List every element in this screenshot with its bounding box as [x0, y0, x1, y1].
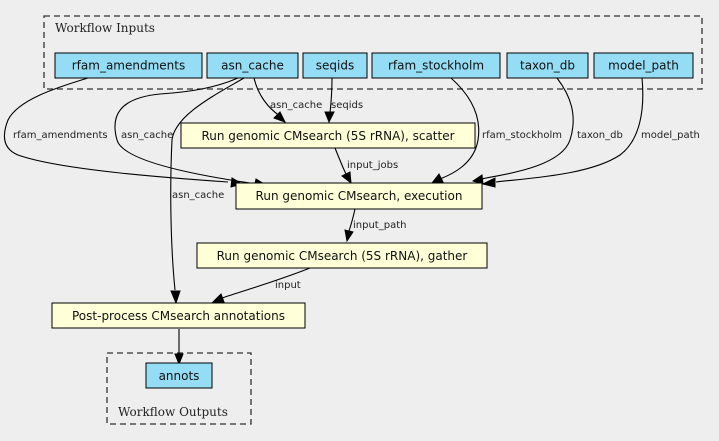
- edge-label-input-jobs: input_jobs: [347, 160, 398, 171]
- edge-rfam-amendments-to-execution: [3, 77, 229, 183]
- edge-labels: asn_cache seqids rfam_amendments asn_cac…: [13, 100, 700, 291]
- input-node-taxon-db[interactable]: taxon_db: [506, 52, 589, 79]
- edge-label-model-path: model_path: [641, 130, 700, 141]
- output-label: annots: [159, 369, 200, 383]
- step-node-scatter[interactable]: Run genomic CMsearch (5S rRNA), scatter: [180, 122, 476, 149]
- edge-scatter-to-execution: [334, 147, 347, 175]
- input-node-rfam-stockholm[interactable]: rfam_stockholm: [371, 52, 501, 79]
- edge-asn-cache-to-scatter: [253, 77, 281, 117]
- edge-seqids-to-scatter: [329, 77, 333, 114]
- input-label: model_path: [608, 59, 679, 73]
- arrowhead: [174, 353, 184, 366]
- input-label: taxon_db: [520, 59, 575, 73]
- arrowhead: [344, 229, 354, 243]
- workflow-inputs-label: Workflow Inputs: [55, 21, 155, 35]
- edge-taxon-db-to-execution: [481, 77, 574, 180]
- edge-label-rfam-amendments: rfam_amendments: [13, 130, 108, 141]
- step-label: Run genomic CMsearch (5S rRNA), scatter: [201, 129, 454, 143]
- edge-label-asn-cache: asn_cache: [270, 100, 322, 111]
- edge-label-input: input: [275, 280, 301, 291]
- arrowhead: [170, 290, 181, 305]
- arrowhead: [341, 171, 352, 185]
- edge-label-taxon-db: taxon_db: [577, 130, 623, 141]
- edge-label-input-path: input_path: [353, 220, 406, 231]
- edge-model-path-to-execution: [495, 77, 644, 183]
- edge-execution-to-gather: [348, 208, 356, 232]
- edge-label-asn-cache: asn_cache: [172, 190, 224, 201]
- workflow-inputs-cluster: Workflow Inputs: [43, 15, 703, 90]
- arrowhead: [210, 293, 225, 304]
- step-node-gather[interactable]: Run genomic CMsearch (5S rRNA), gather: [196, 242, 488, 269]
- step-label: Post-process CMsearch annotations: [72, 309, 285, 323]
- input-node-model-path[interactable]: model_path: [593, 52, 694, 79]
- edge-label-asn-cache: asn_cache: [121, 130, 173, 141]
- edges: [3, 77, 644, 366]
- input-label: seqids: [316, 59, 354, 73]
- input-node-asn-cache[interactable]: asn_cache: [206, 52, 299, 79]
- input-node-seqids[interactable]: seqids: [302, 52, 368, 79]
- edge-gather-to-postprocess: [221, 267, 311, 299]
- edge-asn-cache-to-postprocess: [170, 77, 245, 291]
- edge-label-seqids: seqids: [331, 100, 363, 111]
- edge-rfam-stockholm-to-execution: [439, 77, 480, 180]
- step-label: Run genomic CMsearch, execution: [256, 189, 463, 203]
- workflow-outputs-label: Workflow Outputs: [118, 405, 228, 419]
- input-label: asn_cache: [221, 59, 284, 73]
- step-node-postprocess[interactable]: Post-process CMsearch annotations: [51, 302, 306, 329]
- input-label: rfam_amendments: [72, 59, 185, 73]
- input-label: rfam_stockholm: [388, 59, 484, 73]
- arrowhead: [481, 177, 496, 188]
- output-node-annots[interactable]: annots: [145, 362, 213, 389]
- arrowhead: [324, 111, 335, 124]
- arrowhead: [273, 111, 287, 123]
- step-node-execution[interactable]: Run genomic CMsearch, execution: [235, 182, 483, 210]
- input-node-rfam-amendments[interactable]: rfam_amendments: [54, 52, 203, 79]
- arrowhead: [430, 173, 444, 184]
- edge-label-rfam-stockholm: rfam_stockholm: [482, 130, 562, 141]
- step-label: Run genomic CMsearch (5S rRNA), gather: [217, 249, 468, 263]
